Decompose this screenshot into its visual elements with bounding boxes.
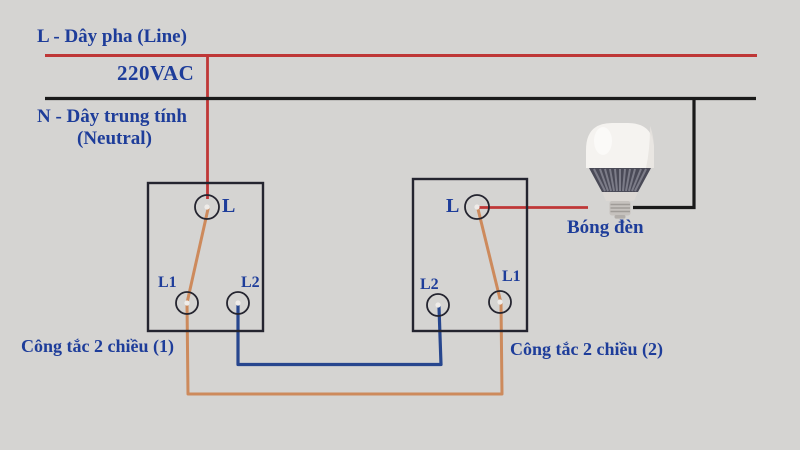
switch1-terminal-L-dot: [204, 204, 210, 210]
switch2-terminal-L-label: L: [446, 195, 460, 217]
switch2-terminal-L2-dot: [435, 302, 441, 308]
bulb-contact-tip: [614, 215, 626, 219]
switch2-terminal-L1-dot: [497, 299, 503, 305]
switch1-caption: Công tắc 2 chiều (1): [21, 336, 174, 356]
switch1-terminal-L2-label: L2: [241, 274, 260, 291]
neutral-line-label: N - Dây trung tính: [37, 106, 187, 127]
voltage-label: 220VAC: [117, 61, 195, 85]
switch2-terminal-L-dot: [474, 204, 480, 210]
switch2-terminal-L2: [426, 293, 450, 317]
bulb-highlight: [594, 127, 612, 155]
switch2-box: [411, 177, 529, 333]
switch2-terminal-L: [464, 194, 490, 220]
bulb-screw-ridges: [610, 203, 630, 213]
switch1-terminal-L: [194, 194, 220, 220]
switch1-terminal-L-label: L: [222, 195, 236, 217]
neutral-line-sublabel: (Neutral): [77, 128, 152, 149]
switch1-terminals: [175, 194, 250, 315]
light-bulb: [586, 123, 654, 219]
switch2-terminals: [426, 194, 512, 317]
switch1-terminal-L2: [226, 291, 250, 315]
live-line-label: L - Dây pha (Line): [37, 26, 187, 47]
switch2-terminal-L1-label: L1: [502, 268, 521, 285]
lamp-caption: Bóng đèn: [567, 217, 644, 238]
bulb-heatsink-ribs: [593, 168, 647, 192]
switch1-terminal-L2-dot: [235, 300, 241, 306]
blue-traveller-wire-l2: [236, 302, 443, 367]
switch2-terminal-L2-label: L2: [420, 276, 439, 293]
bulb-shade: [646, 126, 654, 168]
orange-traveller-wire-l1: [185, 207, 504, 396]
switch1-terminal-L1-label: L1: [158, 274, 177, 291]
switch1-terminal-L1: [175, 291, 199, 315]
switch2-terminal-L1: [488, 290, 512, 314]
switch1-box: [146, 181, 265, 333]
switch1-terminal-L1-dot: [184, 300, 190, 306]
switch2-caption: Công tắc 2 chiều (2): [510, 339, 663, 359]
neutral-drop-wire-to-lamp: [633, 100, 696, 210]
bulb-collar: [602, 192, 638, 201]
